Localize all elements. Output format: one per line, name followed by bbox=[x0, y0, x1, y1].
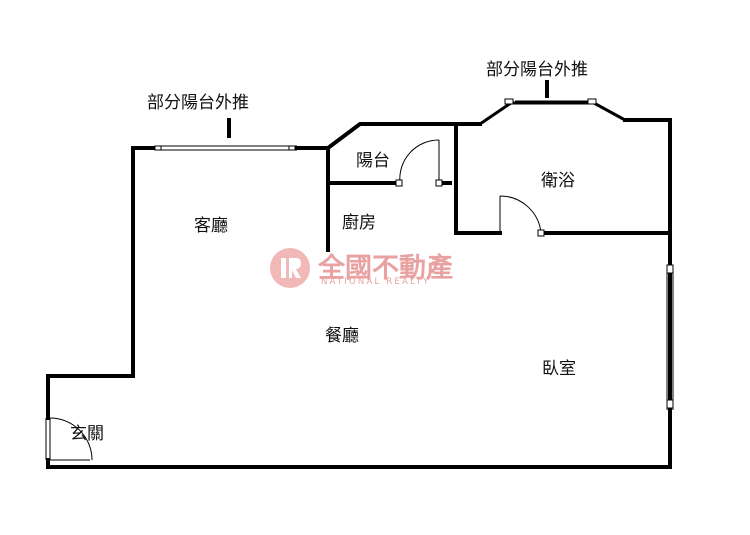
door-jamb bbox=[537, 229, 545, 237]
national-realty-watermark: 全國不動產 NATIONAL REALTY bbox=[268, 246, 483, 290]
entrance-door-swing bbox=[49, 417, 93, 461]
room-label-bedroom: 臥室 bbox=[542, 359, 576, 379]
window-jamb bbox=[666, 264, 674, 274]
balcony-top-wall bbox=[325, 122, 458, 151]
window-jamb bbox=[587, 98, 597, 105]
room-label-living: 客廳 bbox=[194, 216, 228, 236]
watermark-subtitle: NATIONAL REALTY bbox=[321, 277, 431, 287]
door-jamb bbox=[395, 179, 403, 187]
bathroom-door-swing bbox=[499, 195, 542, 234]
extension-markers bbox=[227, 80, 549, 138]
exterior-walls bbox=[46, 118, 672, 469]
window-jamb bbox=[288, 145, 296, 151]
room-label-balcony: 陽台 bbox=[356, 151, 390, 171]
watermark-title: 全國不動產 bbox=[318, 253, 453, 284]
balcony-extension-note-left: 部分陽台外推 bbox=[147, 93, 249, 113]
realty-logo-icon bbox=[270, 248, 310, 288]
balcony-extension-note-right: 部分陽台外推 bbox=[486, 60, 588, 80]
room-label-dining: 餐廳 bbox=[325, 326, 359, 346]
window-jamb bbox=[666, 399, 674, 409]
window-jamb bbox=[504, 98, 514, 105]
window-jamb bbox=[154, 145, 162, 151]
balcony-door-swing bbox=[399, 139, 440, 184]
room-label-kitchen: 廚房 bbox=[342, 213, 376, 233]
room-label-bathroom: 衛浴 bbox=[541, 171, 575, 191]
bay-window-wall bbox=[479, 101, 626, 126]
door-jamb bbox=[435, 179, 443, 187]
room-label-entrance: 玄關 bbox=[70, 424, 104, 444]
windows bbox=[45, 98, 674, 460]
doors bbox=[49, 139, 545, 461]
